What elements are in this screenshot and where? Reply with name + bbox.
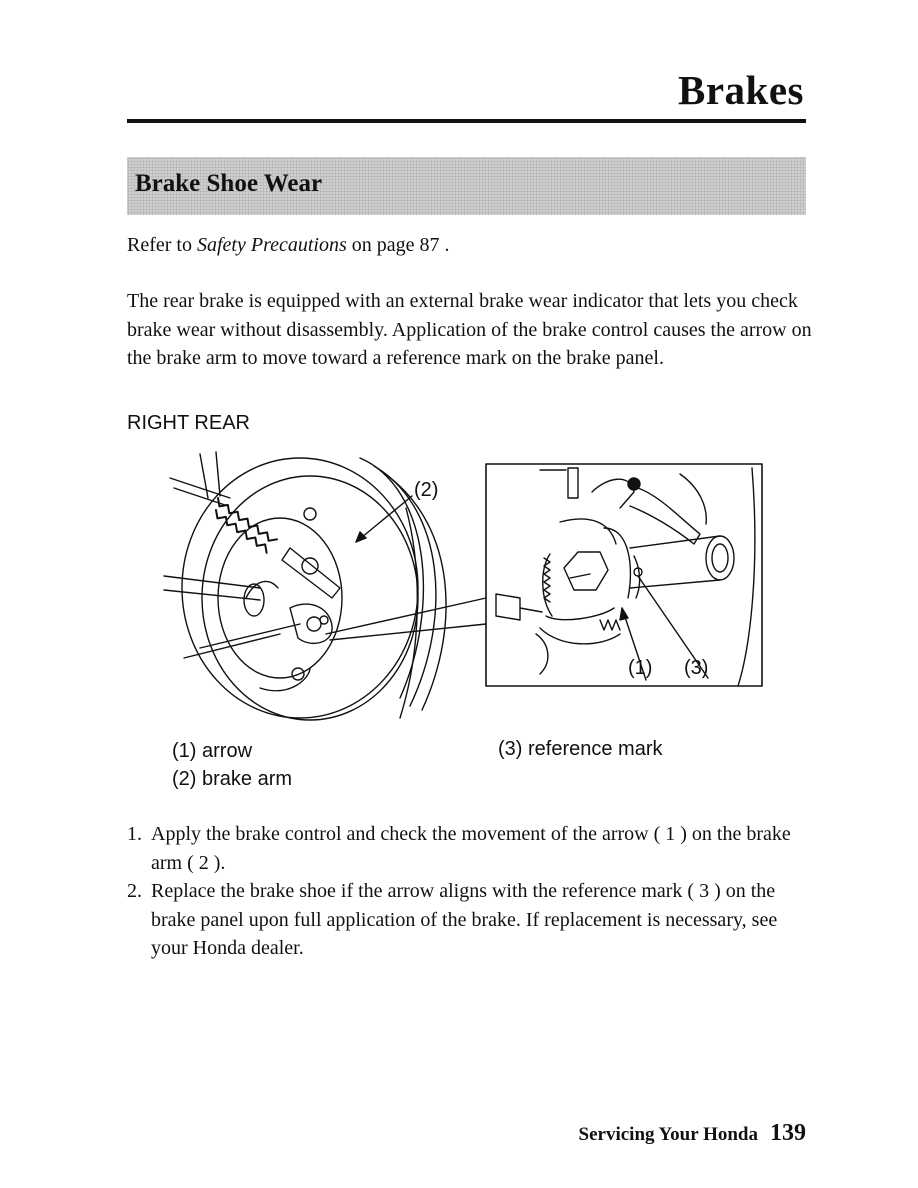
step-number: 1. [127,823,142,845]
step-item: 1. Apply the brake control and check the… [127,820,817,877]
page-number: 139 [770,1120,806,1146]
page-title: Brakes [678,67,804,113]
page-footer: Servicing Your Honda 139 [579,1120,806,1147]
callout-arrow: (1) [628,657,652,679]
refer-suffix: on page 87 . [346,234,450,256]
brake-illustration: (2) [160,448,772,730]
title-rule [127,119,806,123]
callout-reference-mark: (3) [684,657,708,679]
legend-reference-mark: (3) reference mark [498,738,663,760]
step-text: Apply the brake control and check the mo… [151,823,791,874]
safety-precautions-link: Safety Precautions [196,234,347,256]
detail-inset [485,463,763,687]
refer-prefix: Refer to [127,234,197,256]
procedure-steps: 1. Apply the brake control and check the… [127,820,817,963]
intro-paragraph: The rear brake is equipped with an exter… [127,290,812,369]
legend-brake-arm: (2) brake arm [172,768,293,790]
step-text: Replace the brake shoe if the arrow alig… [151,880,778,959]
brake-panel-drawing [163,451,487,721]
safety-reference: Refer to Safety Precautions on page 87 . [127,231,817,260]
callout-brake-arm: (2) [414,479,438,501]
section-title: Brake Shoe Wear [135,170,323,197]
section-header-band: Brake Shoe Wear [127,157,806,215]
step-item: 2. Replace the brake shoe if the arrow a… [127,877,817,963]
step-number: 2. [127,880,142,902]
legend-arrow: (1) arrow [172,740,253,762]
brake-arm-leader [355,495,413,543]
figure-caption: RIGHT REAR [127,412,250,434]
footer-section: Servicing Your Honda [578,1124,758,1145]
